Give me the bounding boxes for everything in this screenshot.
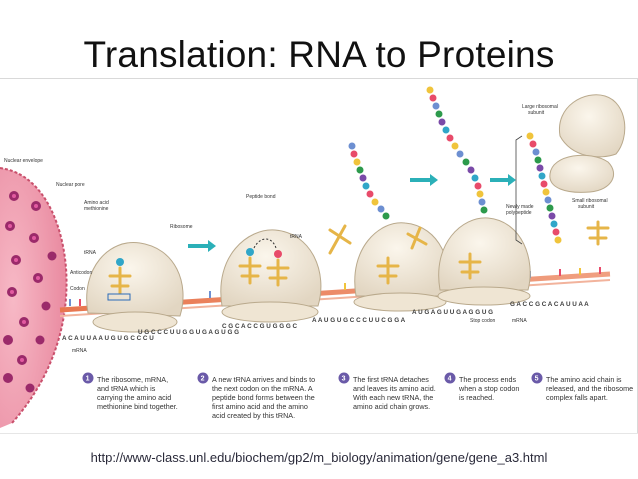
source-url-link[interactable]: http://www-class.unl.edu/biochem/gp2/m_b…	[90, 450, 548, 465]
codon-highlight	[107, 293, 131, 301]
svg-text:The ribosome, mRNA,: The ribosome, mRNA,	[97, 375, 168, 384]
svg-text:The process ends: The process ends	[459, 375, 517, 384]
svg-text:complex falls apart.: complex falls apart.	[546, 393, 608, 402]
svg-text:A C A U U A A U G U G C C C U: A C A U U A A U G U G C C C U	[62, 335, 154, 342]
translation-diagram: Nuclear envelope Nuclear pore Amino acid…	[0, 86, 633, 428]
svg-text:A new tRNA arrives and binds t: A new tRNA arrives and binds to	[212, 375, 315, 384]
svg-text:mRNA: mRNA	[512, 318, 527, 324]
svg-text:subunit: subunit	[528, 110, 545, 116]
ribosome-step2	[220, 229, 322, 323]
svg-text:carrying the amino acid: carrying the amino acid	[97, 393, 171, 402]
figure-bottom-border	[0, 433, 638, 434]
svg-text:Codon: Codon	[70, 286, 85, 292]
svg-text:Stop codon: Stop codon	[470, 318, 496, 324]
polypeptide-chain-step4	[426, 86, 488, 214]
svg-text:polypeptide: polypeptide	[506, 210, 532, 216]
step-4-caption: 4 The process ends when a stop codon is …	[444, 372, 519, 402]
ribosome-step1	[86, 241, 184, 333]
amino-acids	[116, 238, 282, 266]
svg-text:3: 3	[342, 376, 346, 383]
svg-text:is reached.: is reached.	[459, 393, 494, 402]
large-ribosomal-subunit	[559, 94, 626, 158]
svg-text:subunit: subunit	[578, 204, 595, 210]
svg-text:and leaves its amino acid.: and leaves its amino acid.	[353, 384, 436, 393]
svg-text:Ribosome: Ribosome	[170, 224, 193, 230]
svg-text:first amino acid and the amino: first amino acid and the amino	[212, 402, 308, 411]
trna-molecules	[108, 220, 610, 295]
svg-text:The amino acid chain is: The amino acid chain is	[546, 375, 622, 384]
svg-text:4: 4	[448, 376, 452, 383]
released-polypeptide	[515, 132, 562, 245]
svg-text:peptide bond forms between the: peptide bond forms between the	[212, 393, 315, 402]
step-3-caption: 3 The first tRNA detaches and leaves its…	[338, 372, 436, 411]
polypeptide-chain-step3	[348, 142, 390, 220]
mrna-sequence: A C A U U A A U G U G C C C U U G C C C …	[62, 301, 589, 342]
step-1-caption: 1 The ribosome, mRNA, and tRNA which is …	[82, 372, 178, 411]
svg-text:tRNA: tRNA	[290, 234, 303, 240]
small-ribosomal-subunit	[549, 154, 614, 193]
svg-text:2: 2	[201, 376, 205, 383]
step-arrows	[188, 174, 516, 252]
figure-top-border	[0, 78, 638, 79]
svg-text:With each new tRNA, the: With each new tRNA, the	[353, 393, 433, 402]
svg-text:released, and the ribosome: released, and the ribosome	[546, 384, 633, 393]
svg-text:when a stop codon: when a stop codon	[458, 384, 519, 393]
svg-text:Nuclear envelope: Nuclear envelope	[4, 158, 43, 164]
svg-text:Peptide bond: Peptide bond	[246, 194, 276, 200]
slide-title: Translation: RNA to Proteins	[83, 34, 555, 75]
svg-text:U G C C C U U G G U G A G U G: U G C C C U U G G U G A G U G G	[138, 329, 239, 336]
svg-text:amino acid chain grows.: amino acid chain grows.	[353, 402, 430, 411]
svg-text:G A C C G C A C A U U A A: G A C C G C A C A U U A A	[510, 301, 589, 308]
svg-text:acid created by this tRNA.: acid created by this tRNA.	[212, 411, 295, 420]
svg-text:The first tRNA detaches: The first tRNA detaches	[353, 375, 429, 384]
svg-text:C G C A C C G U G G G C: C G C A C C G U G G G C	[222, 323, 298, 330]
step-2-caption: 2 A new tRNA arrives and binds to the ne…	[197, 372, 315, 420]
svg-text:Newly made: Newly made	[506, 204, 534, 210]
svg-text:Anticodon: Anticodon	[70, 270, 92, 276]
svg-text:A U G A G U U G A G G U G: A U G A G U U G A G G U G	[412, 309, 493, 316]
svg-text:1: 1	[86, 376, 90, 383]
svg-text:Large ribosomal: Large ribosomal	[522, 104, 558, 110]
svg-text:Small ribosomal: Small ribosomal	[572, 198, 608, 204]
svg-text:mRNA: mRNA	[72, 348, 87, 354]
svg-text:methionine bind together.: methionine bind together.	[97, 402, 178, 411]
ribosome-step3	[353, 222, 450, 312]
svg-text:A A U G U G C C C U U C G G A: A A U G U G C C C U U C G G A	[312, 317, 406, 324]
svg-text:5: 5	[535, 376, 539, 383]
svg-text:Amino acid: Amino acid	[84, 200, 109, 206]
svg-text:methionine: methionine	[84, 206, 109, 212]
step-5-caption: 5 The amino acid chain is released, and …	[531, 372, 633, 402]
nucleus	[0, 167, 68, 428]
svg-text:and tRNA which is: and tRNA which is	[97, 384, 156, 393]
svg-text:Nuclear pore: Nuclear pore	[56, 182, 85, 188]
svg-text:the next codon on the mRNA. A: the next codon on the mRNA. A	[212, 384, 313, 393]
diagram-labels: Nuclear envelope Nuclear pore Amino acid…	[4, 104, 608, 354]
svg-text:tRNA: tRNA	[84, 250, 97, 256]
